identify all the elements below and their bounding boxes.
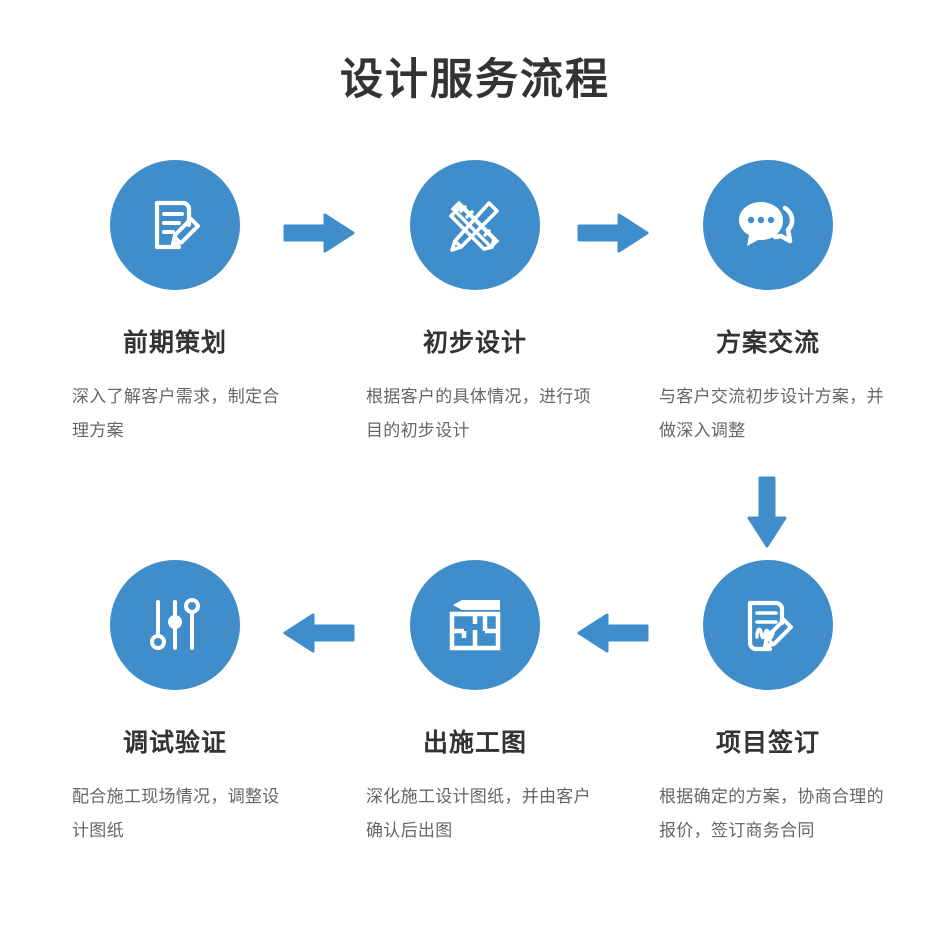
step-6-title: 调试验证	[122, 729, 227, 757]
step-card-1[interactable]: 前期策划 深入了解客户需求，制定合理方案	[30, 160, 320, 448]
page-title: 设计服务流程	[340, 56, 610, 104]
arrow-down-icon	[747, 476, 787, 548]
pencil-ruler-icon	[439, 189, 511, 261]
sliders-icon	[142, 592, 208, 658]
arrow-right-icon-1	[283, 213, 355, 253]
step-4-description: 根据确定的方案，协商合理的报价，签订商务合同	[659, 787, 884, 840]
step-4-icon-circle	[703, 560, 833, 690]
process-row-bottom: 调试验证 配合施工现场情况，调整设计图纸	[0, 560, 950, 900]
process-row-top: 前期策划 深入了解客户需求，制定合理方案	[0, 160, 950, 500]
step-1-icon-circle	[110, 160, 240, 290]
floor-plan-pencil-icon	[440, 590, 510, 660]
step-3-title: 方案交流	[715, 329, 820, 357]
step-3-description: 与客户交流初步设计方案，并做深入调整	[659, 387, 884, 440]
step-2-icon-circle	[410, 160, 540, 290]
step-card-4[interactable]: 项目签订 根据确定的方案，协商合理的报价，签订商务合同	[623, 560, 913, 848]
step-card-3[interactable]: 方案交流 与客户交流初步设计方案，并做深入调整	[623, 160, 913, 448]
signed-contract-icon	[732, 589, 804, 661]
chat-bubbles-icon	[731, 188, 805, 262]
step-5-description: 深化施工设计图纸，并由客户确认后出图	[366, 787, 591, 840]
arrow-left-icon-1	[577, 613, 649, 653]
step-5-icon-circle	[410, 560, 540, 690]
step-6-description: 配合施工现场情况，调整设计图纸	[72, 787, 280, 840]
step-card-6[interactable]: 调试验证 配合施工现场情况，调整设计图纸	[30, 560, 320, 848]
step-card-2[interactable]: 初步设计 根据客户的具体情况，进行项目的初步设计	[330, 160, 620, 448]
step-2-description: 根据客户的具体情况，进行项目的初步设计	[366, 387, 591, 440]
step-card-5[interactable]: 出施工图 深化施工设计图纸，并由客户确认后出图	[330, 560, 620, 848]
step-2-title: 初步设计	[422, 329, 527, 357]
document-pencil-icon	[139, 189, 211, 261]
step-5-title: 出施工图	[422, 729, 527, 757]
step-1-title: 前期策划	[122, 329, 227, 357]
step-4-title: 项目签订	[715, 729, 820, 757]
arrow-right-icon-2	[577, 213, 649, 253]
step-3-icon-circle	[703, 160, 833, 290]
step-1-description: 深入了解客户需求，制定合理方案	[72, 387, 280, 440]
step-6-icon-circle	[110, 560, 240, 690]
arrow-left-icon-2	[283, 613, 355, 653]
